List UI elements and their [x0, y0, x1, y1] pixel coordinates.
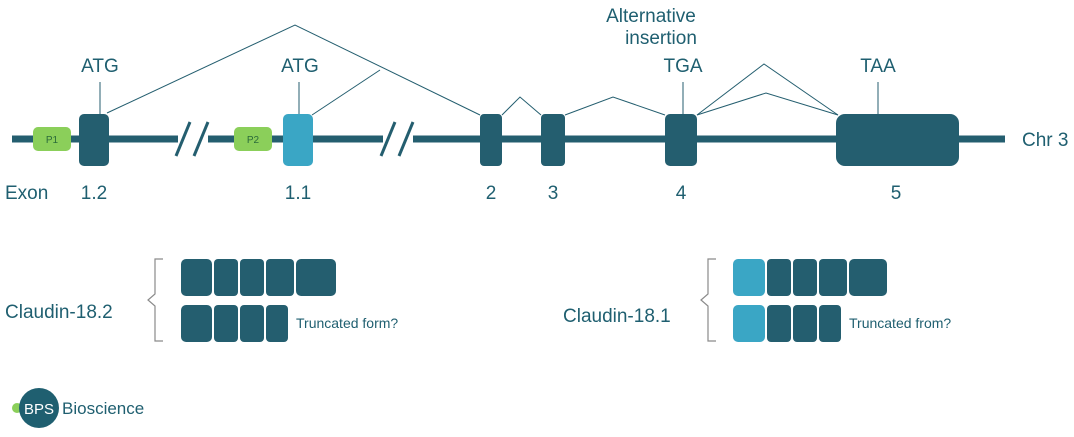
- splice-line-exon4-exon5-lower: [696, 92, 839, 116]
- logo-brand: BPS: [24, 401, 54, 418]
- promoter-p1: P1: [33, 127, 71, 151]
- exon-4: [665, 114, 697, 166]
- exon-2: [480, 114, 502, 166]
- exon-3: [541, 114, 565, 166]
- alternative-insertion-line1: Alternative: [606, 6, 696, 27]
- exon-label-5: 5: [891, 183, 902, 204]
- break-mark: [192, 121, 210, 157]
- alternative-insertion-line2: insertion: [625, 28, 697, 49]
- exon-1-1: [283, 114, 313, 166]
- full-length-exon-blocks: [733, 259, 887, 296]
- promoter-p2-label: P2: [247, 135, 260, 146]
- bracket: [700, 258, 716, 342]
- exon-label-4: 4: [676, 183, 687, 204]
- full-length-exon-blocks: [181, 259, 336, 296]
- promoter-p1-label: P1: [46, 135, 59, 146]
- isoform-claudin-18-2: Claudin-18.2 Truncated form?: [5, 258, 398, 342]
- annotation-taa-exon-5: TAA: [860, 56, 896, 77]
- exon-label-2: 2: [486, 183, 497, 204]
- splice-line-exon12-exon2: [106, 24, 481, 116]
- annotation-atg-exon-1-2: ATG: [81, 56, 119, 77]
- logo-circle: [19, 388, 59, 428]
- splice-line-exon3-exon4: [564, 96, 666, 116]
- splicing-lines: [99, 24, 879, 116]
- exon-row-label: Exon: [5, 183, 48, 204]
- annotation-tga-exon-4: TGA: [663, 56, 702, 77]
- splice-line-exon4-exon5-upper: [696, 63, 839, 116]
- truncated-exon-blocks: [181, 305, 288, 342]
- splice-line-exon2-exon3: [501, 96, 542, 116]
- annotation-atg-exon-1-1: ATG: [281, 56, 319, 77]
- exon-label-1-2: 1.2: [81, 183, 107, 204]
- promoter-p2: P2: [234, 127, 272, 151]
- break-mark: [379, 121, 397, 157]
- exon-label-1-1: 1.1: [285, 183, 311, 204]
- exon-1-2: [79, 114, 109, 166]
- truncated-exon-blocks: [733, 305, 841, 342]
- truncated-label: Truncated form?: [296, 315, 398, 331]
- chromosome-label: Chr 3: [1022, 130, 1068, 151]
- exon-5: [836, 114, 959, 166]
- isoform-claudin-18-1: Claudin-18.1 Truncated from?: [563, 258, 951, 342]
- splice-line-exon11-exon2: [311, 69, 381, 116]
- bps-bioscience-logo: BPS Bioscience: [12, 388, 144, 428]
- break-mark: [397, 121, 415, 157]
- chromosome-breaks: [174, 121, 415, 157]
- truncated-label: Truncated from?: [849, 315, 951, 331]
- exon-label-3: 3: [548, 183, 559, 204]
- break-mark: [174, 121, 192, 157]
- isoform-name: Claudin-18.2: [5, 302, 113, 323]
- bracket: [147, 258, 163, 342]
- logo-suffix: Bioscience: [62, 399, 144, 418]
- isoform-name: Claudin-18.1: [563, 306, 671, 327]
